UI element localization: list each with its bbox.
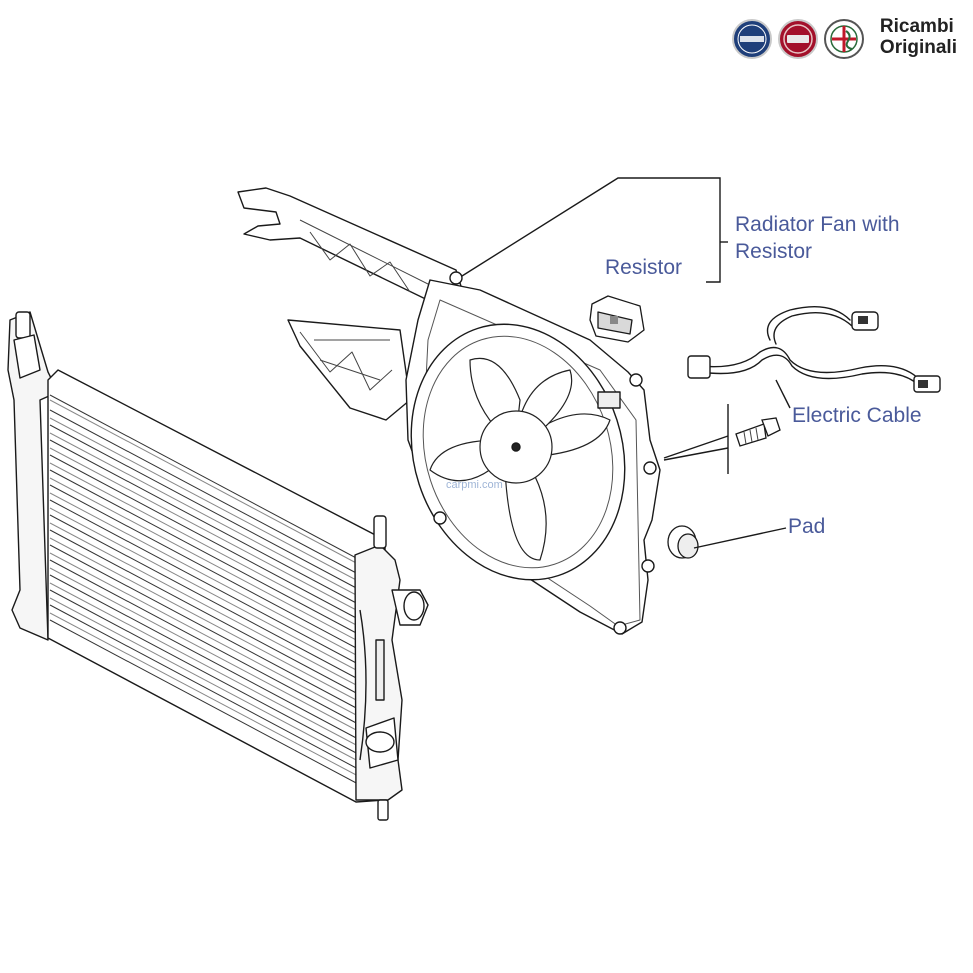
fan-shroud xyxy=(237,187,661,635)
electric-cable-part xyxy=(687,305,941,393)
brand-text: Ricambi Originali xyxy=(880,16,957,58)
brand-logos xyxy=(732,19,864,59)
watermark: carpmi.com xyxy=(446,479,503,491)
label-radiator-fan-line1: Radiator Fan with xyxy=(735,213,900,236)
fiat-logo xyxy=(778,19,818,59)
label-radiator-fan-line2: Resistor xyxy=(735,240,813,263)
label-pad: Pad xyxy=(788,515,826,538)
brand-line-2: Originali xyxy=(879,37,957,58)
resistor-part xyxy=(589,295,645,343)
label-electric-cable: Electric Cable xyxy=(792,404,922,427)
radiator xyxy=(7,311,429,821)
label-resistor: Resistor xyxy=(605,256,683,279)
lancia-logo xyxy=(732,19,772,59)
bolt-part xyxy=(735,417,781,447)
leader-lines xyxy=(461,177,791,549)
alfa-romeo-logo xyxy=(824,19,864,59)
pad-part xyxy=(667,525,699,559)
brand-line-1: Ricambi xyxy=(879,16,954,37)
